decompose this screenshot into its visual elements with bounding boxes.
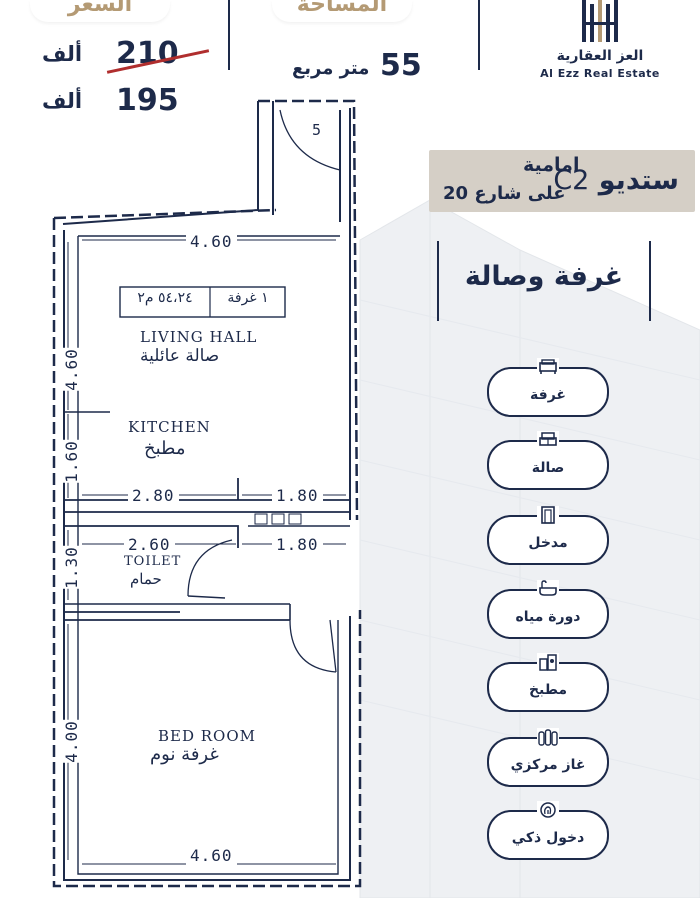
top-width-dim: 4.60 bbox=[186, 232, 237, 251]
sofa-icon bbox=[537, 431, 559, 451]
old-price-row: 210 ألف bbox=[42, 36, 210, 74]
price-title: السعر bbox=[67, 0, 133, 17]
kitchen-width-dim: 2.80 bbox=[128, 486, 179, 505]
feature-label: مطبخ bbox=[528, 682, 568, 698]
area-unit: متر مربع bbox=[292, 58, 370, 79]
gas-cylinder-icon bbox=[537, 728, 559, 748]
new-price-unit: ألف bbox=[42, 89, 83, 113]
feature-entrance: مدخل bbox=[487, 506, 609, 565]
corridor-width-top-dim: 1.80 bbox=[272, 486, 323, 505]
entry-number: 5 bbox=[312, 121, 323, 139]
feature-hall: صالة bbox=[487, 431, 609, 490]
bedroom-en: BED ROOM bbox=[158, 727, 257, 745]
header-divider-left bbox=[228, 0, 230, 70]
bathtub-icon bbox=[537, 580, 559, 600]
old-price-unit: ألف bbox=[42, 42, 83, 66]
room-tag: ١ غرفة bbox=[227, 290, 269, 306]
bedroom-height-dim: 4.00 bbox=[61, 720, 81, 763]
unit-type-row: ستديو C2 bbox=[553, 165, 679, 196]
brand-name-ar: العز العقارية bbox=[556, 48, 644, 64]
rooms-summary-box: غرفة وصالة bbox=[437, 241, 651, 321]
feature-room: غرفة bbox=[487, 358, 609, 417]
area-tag: ٥٤،٢٤ م٢ bbox=[137, 290, 193, 306]
door-icon bbox=[537, 506, 559, 526]
unit-facing: امامية bbox=[523, 154, 580, 176]
feature-label: صالة bbox=[531, 460, 565, 476]
bedroom-ar: غرفة نوم bbox=[150, 744, 219, 765]
rooms-bar-left bbox=[437, 241, 439, 321]
bed-icon bbox=[537, 358, 559, 378]
new-price-row: 195 ألف bbox=[42, 83, 179, 119]
fingerprint-icon bbox=[537, 801, 559, 821]
kitchen-icon bbox=[537, 653, 559, 673]
feature-bathroom: دورة مياه bbox=[487, 580, 609, 639]
price-title-tab: السعر bbox=[30, 0, 170, 22]
living-height-dim: 4.60 bbox=[61, 348, 81, 391]
living-hall-en: LIVING HALL bbox=[140, 328, 258, 346]
feature-label: دورة مياه bbox=[515, 609, 581, 625]
area-title-tab: المساحة bbox=[272, 0, 412, 22]
feature-smart-entry: دخول ذكي bbox=[487, 801, 609, 860]
logo-mark-icon bbox=[582, 0, 618, 42]
area-title: المساحة bbox=[296, 0, 388, 17]
unit-street: على شارع 20 bbox=[443, 183, 566, 204]
feature-kitchen: مطبخ bbox=[487, 653, 609, 712]
kitchen-height-dim: 1.60 bbox=[61, 440, 81, 483]
brand-logo: العز العقارية Al Ezz Real Estate bbox=[530, 0, 670, 82]
feature-central-gas: غاز مركزي bbox=[487, 728, 609, 787]
header-divider-right bbox=[478, 0, 480, 70]
feature-label: دخول ذكي bbox=[511, 830, 585, 846]
toilet-ar: حمام bbox=[130, 570, 162, 588]
toilet-height-dim: 1.30 bbox=[61, 546, 81, 589]
unit-badge: ستديو C2 امامية على شارع 20 bbox=[429, 150, 695, 212]
bottom-width-dim: 4.60 bbox=[186, 846, 237, 865]
toilet-en: TOILET bbox=[124, 554, 182, 569]
kitchen-en: KITCHEN bbox=[128, 418, 211, 436]
toilet-width-dim: 2.60 bbox=[124, 535, 175, 554]
feature-label: غاز مركزي bbox=[510, 757, 586, 773]
corridor-width-bottom-dim: 1.80 bbox=[272, 535, 323, 554]
kitchen-ar: مطبخ bbox=[144, 438, 186, 459]
feature-label: غرفة bbox=[530, 387, 566, 403]
new-price-value: 195 bbox=[116, 83, 179, 118]
unit-code: C2 bbox=[553, 165, 590, 196]
brand-name-en: Al Ezz Real Estate bbox=[540, 67, 660, 80]
rooms-summary: غرفة وصالة bbox=[464, 261, 624, 292]
rooms-bar-right bbox=[649, 241, 651, 321]
living-hall-ar: صالة عائلية bbox=[140, 346, 220, 366]
area-row: 55 متر مربع bbox=[292, 48, 422, 84]
feature-label: مدخل bbox=[528, 535, 568, 551]
unit-type: ستديو bbox=[598, 165, 679, 196]
area-value: 55 bbox=[380, 48, 422, 83]
